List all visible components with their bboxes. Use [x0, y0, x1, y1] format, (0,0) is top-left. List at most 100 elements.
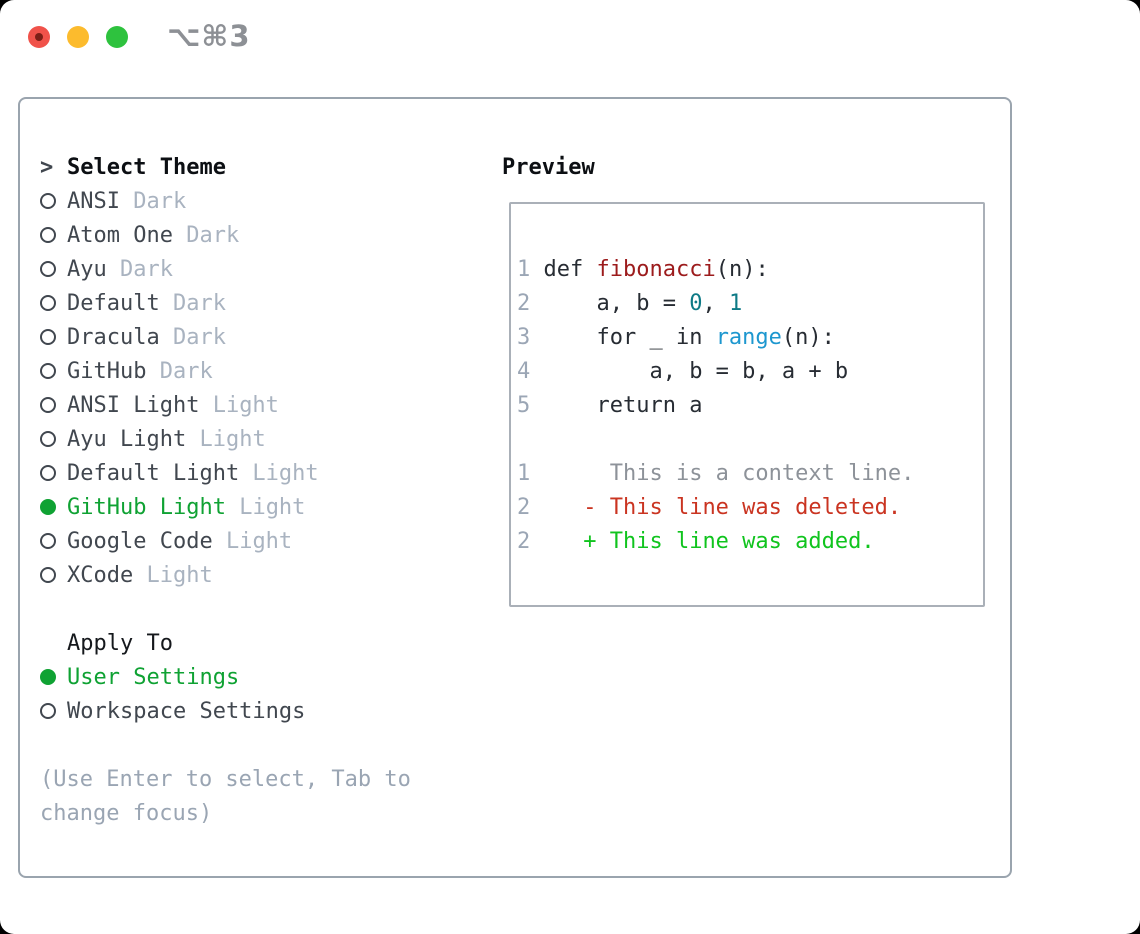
theme-option[interactable]: Dracula Dark [40, 320, 411, 354]
theme-variant-tag: Light [225, 494, 306, 520]
zoom-button[interactable] [106, 26, 128, 48]
filled-dot-icon [40, 669, 56, 685]
ring-icon [40, 227, 56, 243]
theme-variant-tag: Dark [106, 256, 173, 282]
close-button[interactable] [28, 26, 50, 48]
theme-option[interactable]: GitHub Light Light [40, 490, 411, 524]
ring-icon [40, 397, 56, 413]
hint-line-2: change focus) [40, 800, 213, 826]
code-token: , [702, 290, 729, 316]
theme-variant-tag: Light [133, 562, 213, 588]
window-title: ⌥⌘3 [167, 19, 251, 53]
theme-option[interactable]: Google Code Light [40, 524, 411, 558]
theme-variant-tag: Dark [159, 290, 226, 316]
radio-icon [40, 703, 67, 719]
code-line: 2 a, b = 0, 1 [517, 286, 914, 320]
theme-name: Ayu [67, 256, 107, 282]
code-line: 1 This is a context line. [517, 456, 914, 490]
theme-option[interactable]: GitHub Dark [40, 354, 411, 388]
line-number: 1 [517, 256, 544, 282]
radio-icon [40, 193, 67, 209]
theme-option[interactable]: ANSI Light Light [40, 388, 411, 422]
ring-icon [40, 533, 56, 549]
radio-icon [40, 431, 67, 447]
line-number: 4 [517, 358, 544, 384]
theme-name: Default [67, 290, 160, 316]
radio-icon [40, 363, 67, 379]
line-number: 2 [517, 290, 544, 316]
code-token: + This line was added. [543, 528, 875, 554]
theme-name: ANSI [67, 188, 120, 214]
radio-icon [40, 295, 67, 311]
theme-variant-tag: Light [186, 426, 266, 452]
select-theme-header: > Select Theme [40, 150, 411, 184]
ring-icon [40, 431, 56, 447]
ring-icon [40, 261, 56, 277]
theme-name: GitHub Light [67, 494, 226, 520]
code-token: def [543, 256, 597, 282]
theme-option[interactable]: Default Dark [40, 286, 411, 320]
code-line [517, 422, 914, 456]
apply-to-label: User Settings [67, 664, 240, 690]
theme-option[interactable]: Default Light Light [40, 456, 411, 490]
code-line: 1 def fibonacci(n): [517, 252, 914, 286]
theme-option[interactable]: Ayu Dark [40, 252, 411, 286]
line-number: 2 [517, 494, 544, 520]
line-number: 5 [517, 392, 544, 418]
line-number: 2 [517, 528, 544, 554]
hint-line-1: (Use Enter to select, Tab to [40, 766, 411, 792]
code-token: This is a context line. [543, 460, 915, 486]
apply-to-option[interactable]: User Settings [40, 660, 411, 694]
radio-icon [40, 567, 67, 583]
selected-radio-icon [40, 499, 67, 515]
spacer [40, 592, 411, 626]
filled-dot-icon [40, 499, 56, 515]
code-line: 3 for _ in range(n): [517, 320, 914, 354]
preview-title: Preview [502, 154, 595, 180]
ring-icon [40, 295, 56, 311]
theme-option[interactable]: Atom One Dark [40, 218, 411, 252]
theme-variant-tag: Dark [159, 324, 226, 350]
ring-icon [40, 567, 56, 583]
ring-icon [40, 193, 56, 209]
apply-to-label: Workspace Settings [67, 698, 306, 724]
theme-option[interactable]: Ayu Light Light [40, 422, 411, 456]
code-token: - This line was deleted. [543, 494, 902, 520]
code-line: 2 + This line was added. [517, 524, 914, 558]
select-theme-title: Select Theme [67, 154, 226, 180]
theme-variant-tag: Dark [146, 358, 213, 384]
code-token: fibonacci [596, 256, 716, 282]
code-line: 4 a, b = b, a + b [517, 354, 914, 388]
code-token: 0 [689, 290, 703, 316]
ring-icon [40, 329, 56, 345]
spacer [40, 728, 411, 762]
radio-icon [40, 533, 67, 549]
code-token: range [715, 324, 782, 350]
theme-name: Google Code [67, 528, 213, 554]
theme-variant-tag: Light [239, 460, 319, 486]
code-line: 2 - This line was deleted. [517, 490, 914, 524]
code-token: (n): [715, 256, 769, 282]
theme-option[interactable]: XCode Light [40, 558, 411, 592]
radio-icon [40, 227, 67, 243]
theme-variant-tag: Light [199, 392, 279, 418]
ring-icon [40, 363, 56, 379]
theme-name: ANSI Light [67, 392, 200, 418]
code-token: return a [543, 392, 703, 418]
radio-icon [40, 397, 67, 413]
minimize-button[interactable] [67, 26, 89, 48]
theme-variant-tag: Dark [119, 188, 187, 214]
code-token: (n): [781, 324, 835, 350]
code-token: a, b = [543, 290, 690, 316]
theme-option[interactable]: ANSI Dark [40, 184, 411, 218]
theme-variant-tag: Dark [172, 222, 240, 248]
prompt-icon: > [40, 154, 54, 180]
theme-variant-tag: Light [212, 528, 293, 554]
code-line: 5 return a [517, 388, 914, 422]
theme-name: Ayu Light [67, 426, 187, 452]
apply-to-option[interactable]: Workspace Settings [40, 694, 411, 728]
